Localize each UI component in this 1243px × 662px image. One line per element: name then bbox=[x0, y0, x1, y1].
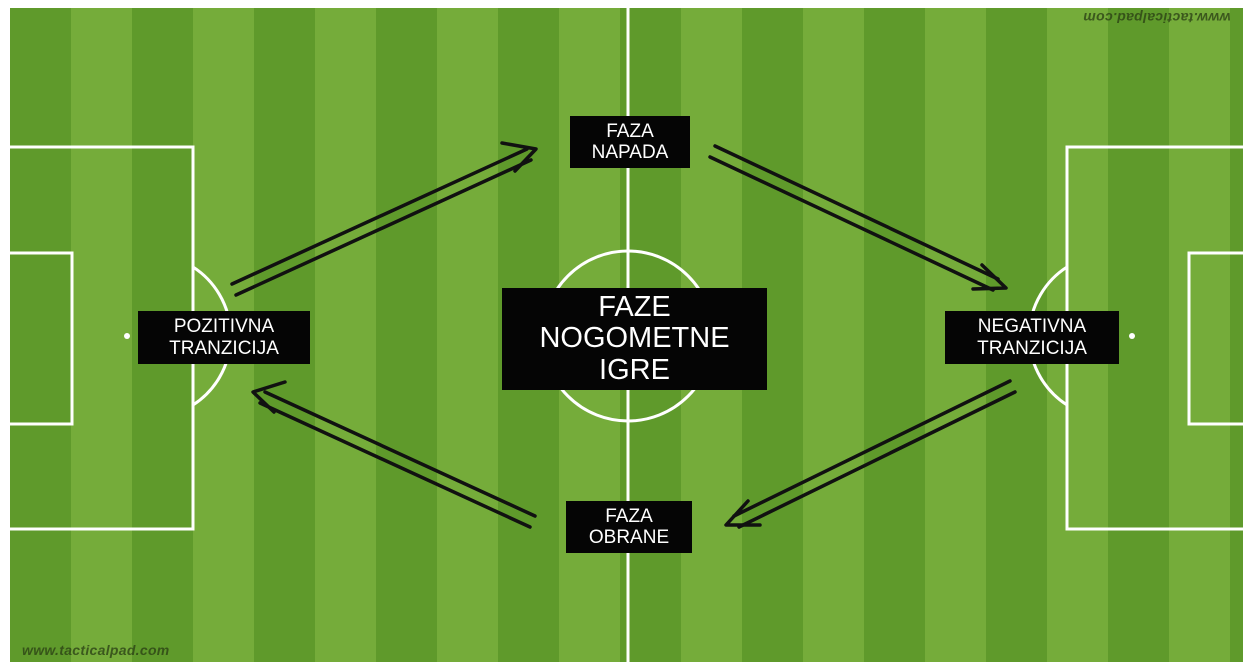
arrow-attack-to-negative bbox=[708, 144, 1008, 292]
watermark-top-mirrored: www.tacticalpad.com bbox=[1083, 10, 1231, 26]
node-negative-line-1: NEGATIVNA bbox=[977, 316, 1087, 338]
node-defense-line-1: FAZA bbox=[605, 505, 653, 527]
arrow-positive-to-attack bbox=[230, 141, 538, 297]
node-positive-transition: POZITIVNA TRANZICIJA bbox=[138, 311, 310, 364]
pitch-markings bbox=[10, 8, 1243, 662]
right-penalty-spot bbox=[1129, 333, 1135, 339]
left-penalty-spot bbox=[124, 333, 130, 339]
watermark-bottom: www.tacticalpad.com bbox=[22, 642, 170, 658]
left-goal-area bbox=[10, 251, 74, 426]
diagram-title: FAZE NOGOMETNE IGRE bbox=[502, 288, 767, 390]
football-pitch: FAZE NOGOMETNE IGRE FAZA NAPADA FAZA OBR… bbox=[10, 8, 1243, 662]
title-line-3: IGRE bbox=[599, 353, 670, 386]
arrow-defense-to-positive bbox=[251, 380, 537, 529]
node-attack-line-1: FAZA bbox=[606, 120, 654, 142]
title-line-2: NOGOMETNE bbox=[539, 322, 730, 355]
arrow-negative-to-defense bbox=[724, 379, 1017, 529]
node-defense-line-2: OBRANE bbox=[588, 527, 670, 548]
node-attack-phase: FAZA NAPADA bbox=[570, 116, 690, 168]
node-attack-line-2: NAPADA bbox=[591, 142, 669, 163]
right-goal-area bbox=[1187, 251, 1243, 426]
node-negative-line-2: TRANZICIJA bbox=[977, 337, 1087, 359]
node-positive-line-2: TRANZICIJA bbox=[169, 337, 279, 359]
title-line-1: FAZE bbox=[598, 291, 671, 324]
node-negative-transition: NEGATIVNA TRANZICIJA bbox=[945, 311, 1119, 364]
node-positive-line-1: POZITIVNA bbox=[173, 316, 275, 338]
node-defense-phase: FAZA OBRANE bbox=[566, 501, 692, 553]
